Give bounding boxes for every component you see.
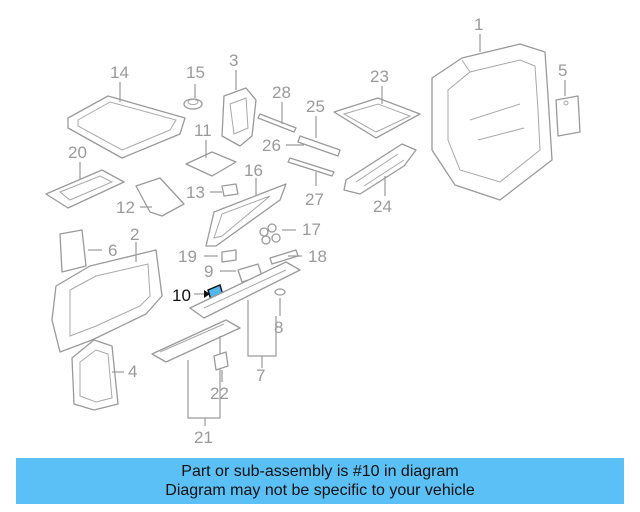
part-sill-plate <box>189 261 301 319</box>
banner-line-2: Diagram may not be specific to your vehi… <box>165 482 475 499</box>
part-22-handle <box>213 351 229 371</box>
callout-11[interactable]: 11 <box>194 121 212 140</box>
part-1-quarter-trim <box>431 43 553 201</box>
callout-13[interactable]: 13 <box>186 183 205 202</box>
part-17-clips <box>259 223 281 245</box>
callout-12[interactable]: 12 <box>116 198 135 217</box>
part-8-pin <box>274 288 286 296</box>
part-27-handle <box>287 157 335 177</box>
part-13-clip <box>221 183 239 197</box>
part-19-clip <box>221 249 237 263</box>
part-2-quarter-trim <box>51 249 163 353</box>
part-11-panel <box>185 151 237 177</box>
part-21-tonneau-cover <box>151 319 241 363</box>
callout-22[interactable]: 22 <box>210 384 229 403</box>
callout-10[interactable]: 10 <box>172 286 191 305</box>
callout-5[interactable]: 5 <box>558 61 567 80</box>
callout-3[interactable]: 3 <box>229 51 238 70</box>
part-15-cap <box>183 98 203 110</box>
part-23-tray <box>333 97 421 139</box>
part-6-panel <box>59 229 87 273</box>
part-18-bracket <box>269 249 299 265</box>
callout-27[interactable]: 27 <box>305 190 324 209</box>
info-banner: Part or sub-assembly is #10 in diagram D… <box>16 458 624 504</box>
callout-8[interactable]: 8 <box>274 318 283 337</box>
part-12-cover <box>135 177 185 217</box>
callout-16[interactable]: 16 <box>244 161 263 180</box>
part-14-cargo-floor <box>67 95 186 159</box>
part-28-rod <box>257 113 297 133</box>
callout-1[interactable]: 1 <box>474 15 483 34</box>
part-16-trim-panel <box>205 183 287 247</box>
callout-19[interactable]: 19 <box>178 247 197 266</box>
banner-line-1: Part or sub-assembly is #10 in diagram <box>181 463 459 480</box>
callout-21[interactable]: 21 <box>194 428 213 447</box>
callout-24[interactable]: 24 <box>373 197 392 216</box>
part-4-bin <box>71 339 119 411</box>
callout-14[interactable]: 14 <box>110 63 129 82</box>
callout-25[interactable]: 25 <box>306 97 325 116</box>
callout-6[interactable]: 6 <box>108 241 117 260</box>
part-20-mat <box>45 169 125 209</box>
callout-23[interactable]: 23 <box>370 67 389 86</box>
callout-18[interactable]: 18 <box>308 247 327 266</box>
callout-17[interactable]: 17 <box>302 220 321 239</box>
part-24-jack <box>343 143 417 195</box>
parts-diagram: 1 5 14 15 3 28 23 25 26 <box>45 15 581 447</box>
callout-9[interactable]: 9 <box>204 262 213 281</box>
callout-15[interactable]: 15 <box>186 63 205 82</box>
callout-26[interactable]: 26 <box>262 136 281 155</box>
callout-4[interactable]: 4 <box>128 362 137 381</box>
callout-28[interactable]: 28 <box>272 83 291 102</box>
part-3-bracket <box>221 87 257 147</box>
part-5-panel <box>555 95 581 137</box>
callout-20[interactable]: 20 <box>68 143 87 162</box>
callout-7[interactable]: 7 <box>256 366 265 385</box>
part-25-wrench <box>297 135 341 157</box>
callout-2[interactable]: 2 <box>130 225 139 244</box>
